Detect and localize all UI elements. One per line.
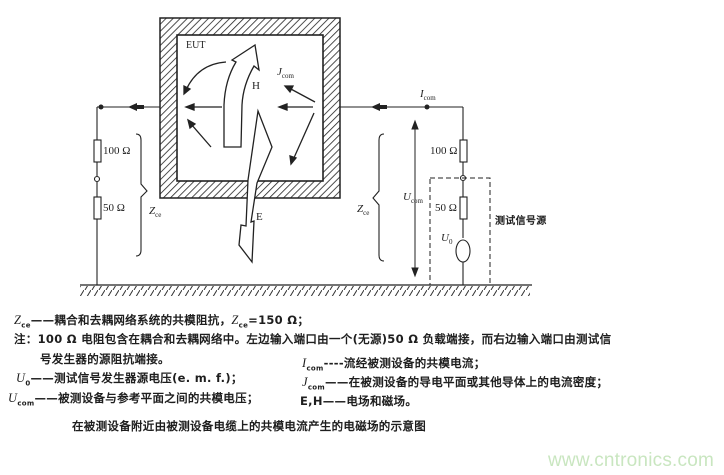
- legend-ucom-subscript: com: [17, 399, 35, 408]
- reference-ground-plane: [80, 284, 532, 296]
- legend-jcom-subscript: com: [307, 383, 326, 392]
- eut-label: EUT: [186, 40, 206, 51]
- legend-jcom-text: ——在被测设备的导电平面或其他导体上的电流密度；: [325, 375, 609, 389]
- e-field-label: E: [256, 211, 263, 223]
- current-density-arrows: [183, 61, 316, 166]
- icom-label: Icom: [420, 88, 436, 102]
- legend-u0-text: ——测试信号发生器源电压(e. m. f.)；: [30, 371, 243, 385]
- legend-zce-symbol: Z: [14, 313, 22, 327]
- legend-ucom-symbol: U: [8, 391, 18, 405]
- u0-subscript: 0: [448, 238, 453, 247]
- jcom-symbol: J: [277, 66, 282, 78]
- legend-zce: Zce——耦合和去耦网络系统的共模阻抗，Zce=150 Ω；: [14, 312, 309, 329]
- signal-source-box: [429, 177, 491, 286]
- legend-jcom-symbol: J: [302, 375, 308, 389]
- legend-zce-text: ——耦合和去耦网络系统的共模阻抗，: [30, 313, 232, 327]
- legend-jcom: Jcom——在被测设备的导电平面或其他导体上的电流密度；: [302, 374, 608, 391]
- legend-note-line1: 注：100 Ω 电阻包含在耦合和去耦网络中。左边输入端口由一个(无源)50 Ω …: [14, 332, 612, 346]
- right-resistor-100-label: 100 Ω: [430, 145, 458, 157]
- right-cable-circuit: [340, 106, 471, 285]
- magnetic-field-arrow: [223, 43, 260, 148]
- left-resistor-100-label: 100 Ω: [103, 145, 131, 157]
- left-resistor-50-label: 50 Ω: [103, 202, 125, 214]
- legend-eh: E,H——电场和磁场。: [300, 394, 418, 408]
- zce-left-symbol: Z: [149, 205, 156, 217]
- legend-u0-subscript: 0: [25, 379, 31, 388]
- legend-zce-formula-symbol: Z: [231, 313, 239, 327]
- figure-caption: 在被测设备附近由被测设备电缆上的共模电流产生的电磁场的示意图: [72, 419, 426, 433]
- ucom-subscript: com: [410, 197, 424, 206]
- ucom-symbol: U: [403, 191, 411, 203]
- ucom-dimension: [411, 119, 419, 278]
- legend-icom-subscript: com: [306, 364, 324, 373]
- zce-left-label: Zce: [149, 205, 161, 219]
- icom-subscript: com: [423, 94, 436, 103]
- signal-source-label: 测试信号源: [495, 216, 547, 227]
- zce-right-symbol: Z: [357, 203, 364, 215]
- right-current-arrow: [371, 103, 380, 111]
- right-zce-brace: [372, 133, 385, 262]
- legend-icom-text: ----流经被测设备的共模电流；: [323, 356, 486, 370]
- jcom-label: Jcom: [277, 66, 294, 80]
- legend-icom: Icom----流经被测设备的共模电流；: [302, 355, 486, 372]
- legend-zce-formula-subscript: ce: [238, 321, 249, 330]
- legend-zce-subscript: ce: [21, 321, 31, 330]
- legend-note-line2: 号发生器的源阻抗端接。: [40, 352, 170, 366]
- legend-icom-symbol: I: [302, 356, 307, 370]
- right-resistor-50-label: 50 Ω: [435, 202, 457, 214]
- ucom-label: Ucom: [403, 191, 423, 205]
- legend-zce-formula-value: =150 Ω；: [248, 313, 310, 327]
- electric-field-arrow: [238, 108, 273, 264]
- zce-right-subscript: ce: [363, 209, 370, 218]
- zce-right-label: Zce: [357, 203, 369, 217]
- legend-u0: U0——测试信号发生器源电压(e. m. f.)；: [16, 370, 243, 387]
- jcom-subscript: com: [281, 72, 294, 81]
- legend-ucom: Ucom——被测设备与参考平面之间的共模电压；: [8, 390, 259, 407]
- icom-symbol: I: [420, 88, 424, 100]
- left-current-arrow: [128, 103, 137, 111]
- u0-label: U0: [441, 232, 452, 246]
- h-field-label: H: [252, 80, 260, 92]
- zce-left-subscript: ce: [155, 211, 162, 220]
- legend-ucom-text: ——被测设备与参考平面之间的共模电压；: [34, 391, 259, 405]
- left-cable-circuit: [93, 106, 160, 285]
- u0-symbol: U: [441, 232, 449, 244]
- watermark: www.cntronics.com: [548, 450, 714, 471]
- right-node: [424, 104, 430, 110]
- left-node: [98, 104, 104, 110]
- legend-u0-symbol: U: [16, 371, 26, 385]
- left-zce-brace: [135, 133, 148, 257]
